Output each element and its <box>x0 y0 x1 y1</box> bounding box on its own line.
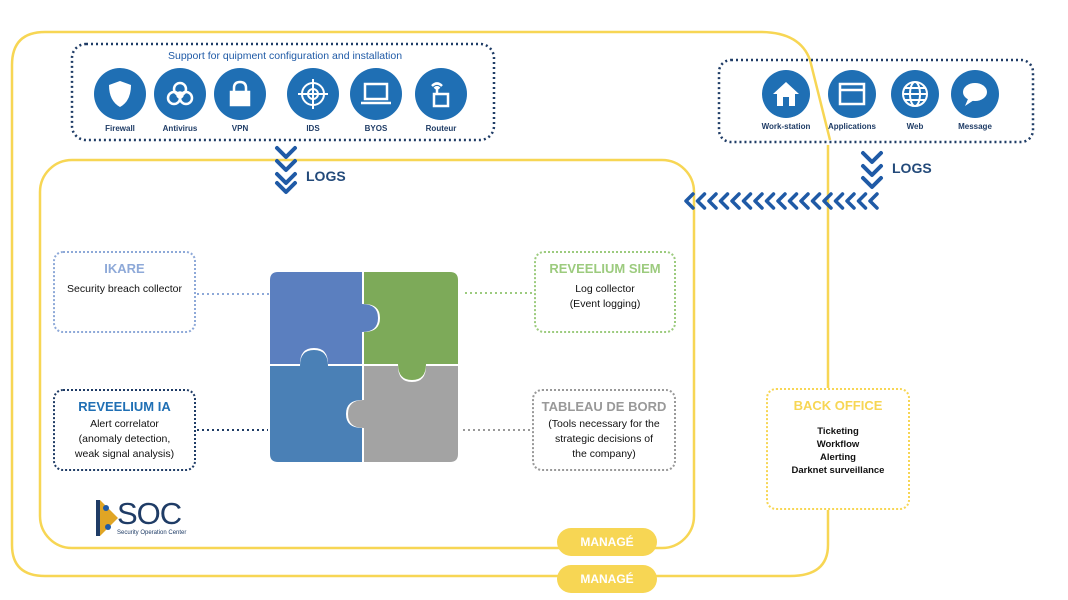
module-description: Alert correlator (anomaly detection, wea… <box>74 418 175 460</box>
equipment-byos: BYOS <box>341 68 411 133</box>
shield-icon <box>94 68 146 120</box>
module-ikare: IKARE Security breach collector <box>53 251 196 333</box>
left-chevron <box>822 192 833 210</box>
back-office-title: BACK OFFICE <box>793 398 883 413</box>
endpoint-label: Work-station <box>761 122 811 131</box>
equipment-routeur: Routeur <box>406 68 476 133</box>
equipment-label: Antivirus <box>162 124 198 133</box>
equipment-label: BYOS <box>364 124 388 133</box>
left-chevron <box>856 192 868 210</box>
module-title: IKARE <box>104 261 145 276</box>
module-description: Log collector (Event logging) <box>569 283 641 310</box>
logs-label-left: LOGS <box>306 168 346 184</box>
laptop-icon <box>350 68 402 120</box>
endpoint-label: Applications <box>827 122 876 131</box>
biohazard-icon <box>154 68 206 120</box>
soc-logo-subtitle: Security Operation Center <box>117 530 187 536</box>
endpoint-work-station: Work-station <box>751 70 821 131</box>
module-tableau-de-bord: TABLEAU DE BORD (Tools necessary for the… <box>532 389 676 471</box>
puzzle-graphic <box>270 272 458 462</box>
endpoint-applications: Applications <box>817 70 887 131</box>
left-chevron <box>764 192 776 210</box>
left-chevron <box>707 192 718 210</box>
padlock-icon <box>214 68 266 120</box>
back-office-box: BACK OFFICE Ticketing Workflow Alerting … <box>766 388 910 510</box>
equipment-antivirus: Antivirus <box>145 68 215 133</box>
globe-icon <box>891 70 939 118</box>
module-description: Security breach collector <box>67 283 182 295</box>
equipment-title: Support for quipment configuration and i… <box>168 50 403 62</box>
equipment-label: Routeur <box>425 124 457 133</box>
left-chevron <box>810 192 822 210</box>
left-chevron <box>868 192 879 210</box>
left-chevron <box>776 192 787 210</box>
left-chevrons-stream-icon <box>684 192 879 210</box>
managed-inner-badge: MANAGÉ <box>557 528 657 556</box>
down-chevrons-left-icon <box>275 146 297 194</box>
left-chevron <box>741 192 753 210</box>
left-chevron <box>845 192 856 210</box>
module-reveelium-siem: REVEELIUM SIEM Log collector (Event logg… <box>534 251 676 333</box>
left-chevron <box>684 192 695 210</box>
soc-logo-mark <box>96 500 118 536</box>
left-chevron <box>730 192 741 210</box>
module-description: (Tools necessary for the strategic decis… <box>548 418 660 460</box>
down-chevrons-right-icon <box>861 151 883 189</box>
left-chevron <box>718 192 730 210</box>
house-icon <box>762 70 810 118</box>
endpoint-label: Web <box>906 122 924 131</box>
left-chevron <box>753 192 764 210</box>
module-title: REVEELIUM SIEM <box>549 261 661 276</box>
left-chevron <box>833 192 845 210</box>
module-title: TABLEAU DE BORD <box>541 399 667 414</box>
endpoint-label: Message <box>958 122 992 131</box>
module-title: REVEELIUM IA <box>78 399 171 414</box>
left-chevron <box>695 192 707 210</box>
router-icon <box>415 68 467 120</box>
soc-logo-text: SOC <box>117 496 182 531</box>
managed-outer-badge: MANAGÉ <box>557 565 657 593</box>
equipment-label: VPN <box>231 124 249 133</box>
equipment-label: IDS <box>306 124 320 133</box>
crosshair-icon <box>287 68 339 120</box>
equipment-ids: IDS <box>278 68 348 133</box>
endpoint-web: Web <box>880 70 950 131</box>
module-reveelium-ia: REVEELIUM IA Alert correlator (anomaly d… <box>53 389 196 471</box>
back-office-items: Ticketing Workflow Alerting Darknet surv… <box>791 426 885 476</box>
left-chevron <box>799 192 810 210</box>
equipment-firewall: Firewall <box>85 68 155 133</box>
equipment-label: Firewall <box>105 124 135 133</box>
left-chevron <box>787 192 799 210</box>
speech-bubble-icon <box>951 70 999 118</box>
logs-label-right: LOGS <box>892 160 932 176</box>
equipment-vpn: VPN <box>205 68 275 133</box>
endpoint-message: Message <box>940 70 1010 131</box>
window-icon <box>828 70 876 118</box>
